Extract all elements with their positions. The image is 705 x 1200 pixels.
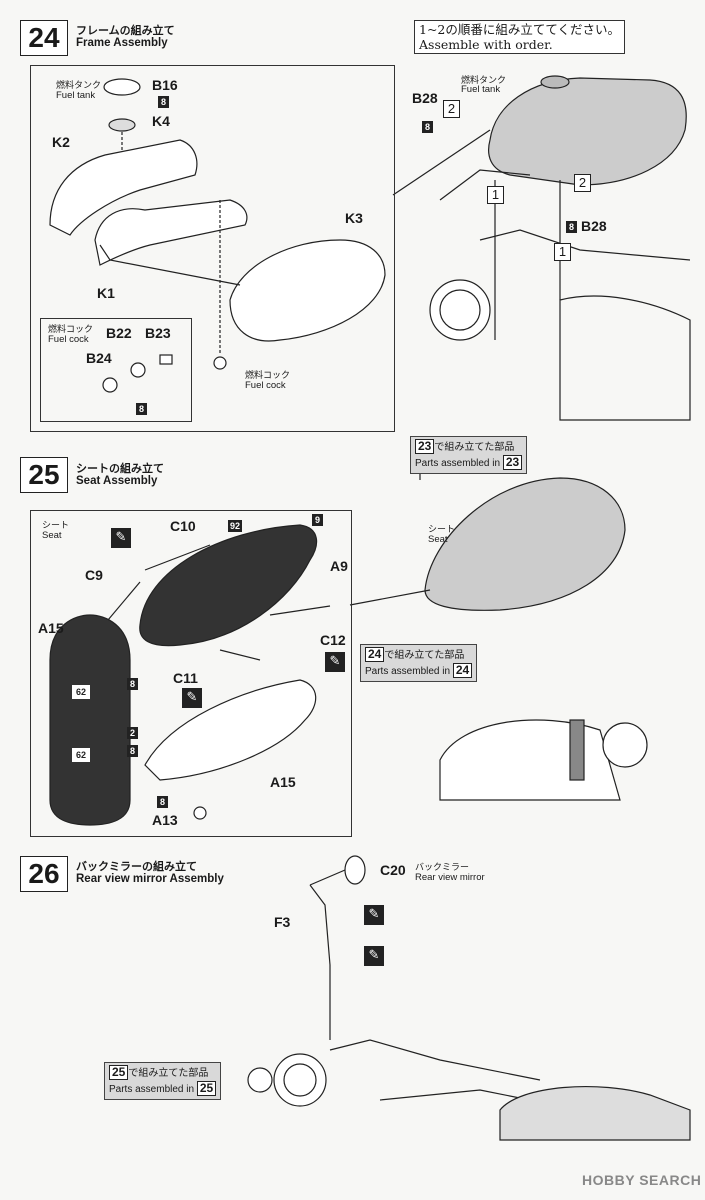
order-note-jp: 1~2の順番に組み立ててください。 [419,22,621,37]
step-24-title-en: Frame Assembly [76,37,168,49]
qty-badge: 8 [136,403,147,415]
order-marker-1: 1 [487,186,504,204]
part-label-b24: B24 [86,350,112,366]
step-number-24: 24 [20,20,68,56]
seat-callout-en: Seat [428,534,448,545]
seat-label-en: Seat [42,530,62,541]
frame-parts-panel [30,65,395,432]
fuel-cock-label-en: Fuel cock [48,334,89,345]
qty-badge: 8 [422,121,433,133]
glue-icon: ✎ [182,688,202,708]
part-label-c20: C20 [380,862,406,878]
order-note-en: Assemble with order. [419,37,553,52]
part-label-k3: K3 [345,210,363,226]
paint-code-62: 62 [72,685,90,699]
order-marker-1: 1 [554,243,571,261]
assembled-en: Parts assembled in [109,1084,195,1095]
assembled-ref: 23 [415,439,435,454]
assembled-en: Parts assembled in [415,458,501,469]
mirror-label-jp: バックミラー [415,863,470,873]
part-label-k4: K4 [152,113,170,129]
watermark: HOBBY SEARCH [582,1172,702,1188]
order-marker-2: 2 [574,174,591,192]
part-label-a9: A9 [330,558,348,574]
qty-badge: 8 [127,678,138,690]
fuel-cock-callout-en: Fuel cock [245,380,286,391]
order-note: 1~2の順番に組み立ててください。 Assemble with order. [414,20,626,54]
motorcycle-tank-illustration [429,75,691,421]
mirror-illustration [247,855,691,1141]
paint-code-92: 92 [228,520,242,532]
step-25-title-jp: シートの組み立て [76,462,164,475]
part-label-a15: A15 [38,620,64,636]
mirror-label-en: Rear view mirror [415,872,485,883]
step-26-title-en: Rear view mirror Assembly [76,873,224,885]
assembled-ref: 24 [452,663,473,678]
motorcycle-seat-illustration [424,477,648,801]
step-24-title-jp: フレームの組み立て [76,24,175,37]
assembled-en: Parts assembled in [365,666,451,677]
assembled-jp: で組み立てた部品 [434,442,515,453]
part-label-c9: C9 [85,567,103,583]
assembled-ref: 25 [196,1081,217,1096]
order-marker-2: 2 [443,100,460,118]
part-label-a13: A13 [152,812,178,828]
part-label-c10: C10 [170,518,196,534]
assembled-ref: 24 [365,647,385,662]
glue-icon: ✎ [325,652,345,672]
part-label-b28: B28 [412,90,438,106]
assembled-ref: 23 [502,455,523,470]
assembled-ref: 25 [109,1065,129,1080]
fuel-tank-label-jp: 燃料タンク [56,81,102,91]
paint-code-2: 2 [127,727,138,739]
part-label-b23: B23 [145,325,171,341]
step-number-25: 25 [20,457,68,493]
fuel-tank-callout-jp: 燃料タンク [461,76,507,86]
qty-badge: 8 [157,796,168,808]
step-number-26: 26 [20,856,68,892]
part-label-b22: B22 [106,325,132,341]
part-label-k2: K2 [52,134,70,150]
fuel-cock-callout-jp: 燃料コック [245,371,291,381]
qty-badge: 8 [566,221,577,233]
frame-parts-illustration [49,78,386,393]
paint-code-9: 9 [312,514,323,526]
fuel-cock-subpanel [40,318,192,422]
assembled-jp: で組み立てた部品 [384,650,465,661]
glue-icon: ✎ [364,905,384,925]
glue-icon: ✎ [364,946,384,966]
part-label-f3: F3 [274,914,291,930]
qty-badge: 8 [127,745,138,757]
seat-label-jp: シート [42,521,70,531]
part-label-b28: B28 [581,218,607,234]
step-26-title-jp: バックミラーの組み立て [76,860,197,873]
fuel-cock-label-jp: 燃料コック [48,325,94,335]
part-label-a15-lower: A15 [270,774,296,790]
glue-icon: ✎ [111,528,131,548]
seat-parts-panel [30,510,352,837]
assembled-jp: で組み立てた部品 [128,1068,209,1079]
step-25-title-en: Seat Assembly [76,475,158,487]
paint-code-62: 62 [72,748,90,762]
qty-badge: 8 [158,96,169,108]
part-label-c12: C12 [320,632,346,648]
part-label-b16: B16 [152,77,178,93]
seat-parts-illustration [49,524,331,826]
seat-callout-jp: シート [428,525,456,535]
part-label-k1: K1 [97,285,115,301]
fuel-tank-callout-en: Fuel tank [461,84,501,95]
part-label-c11: C11 [173,670,198,686]
fuel-tank-label-en: Fuel tank [56,90,96,101]
